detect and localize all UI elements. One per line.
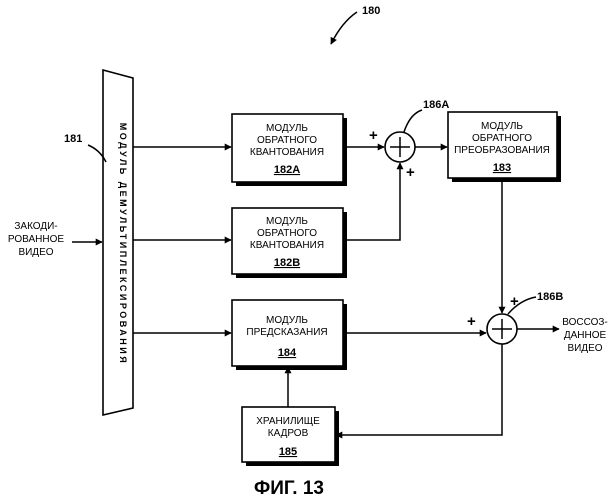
adder-a-sign-left: + — [369, 127, 378, 144]
input-label-line3: ВИДЕО — [18, 247, 53, 258]
pred-ref: 184 — [278, 347, 297, 359]
output-label-line2: ДАННОЕ — [564, 330, 607, 341]
adder-b-sign-left: + — [467, 313, 476, 330]
iq-a-line3: КВАНТОВАНИЯ — [250, 147, 324, 158]
input-label-line2: РОВАННОЕ — [8, 234, 64, 245]
store-ref: 185 — [279, 446, 297, 458]
store-line2: КАДРОВ — [268, 428, 309, 439]
wire-182b-to-adder-a — [343, 163, 400, 240]
it-ref: 183 — [493, 162, 511, 174]
pred-line1: МОДУЛЬ — [266, 315, 308, 326]
adder-a-ref-leader — [404, 110, 422, 132]
it-line2: ОБРАТНОГО — [472, 133, 532, 144]
demux-ref-label: 181 — [64, 133, 82, 145]
figure-caption: ФИГ. 13 — [254, 478, 324, 499]
demux-label: МОДУЛЬ ДЕМУЛЬТИПЛЕКСИРОВАНИЯ — [118, 123, 128, 365]
adder-a-sign-bottom: + — [406, 164, 415, 181]
it-line1: МОДУЛЬ — [481, 121, 523, 132]
iq-a-line1: МОДУЛЬ — [266, 123, 308, 134]
store-line1: ХРАНИЛИЩЕ — [256, 416, 320, 427]
it-line3: ПРЕОБРАЗОВАНИЯ — [454, 145, 550, 156]
iq-a-ref: 182A — [274, 164, 300, 176]
input-label-line1: ЗАКОДИ- — [14, 221, 57, 232]
iq-b-line3: КВАНТОВАНИЯ — [250, 240, 324, 251]
figure-ref-arrow — [331, 12, 357, 44]
adder-b-sign-top: + — [510, 293, 519, 310]
adder-b-ref: 186B — [537, 291, 563, 303]
iq-a-line2: ОБРАТНОГО — [257, 135, 317, 146]
iq-b-line2: ОБРАТНОГО — [257, 228, 317, 239]
wire-adder-b-to-185 — [336, 344, 502, 435]
output-label-line3: ВИДЕО — [567, 343, 602, 354]
output-label-line1: ВОССОЗ- — [562, 317, 608, 328]
adder-a-ref: 186A — [423, 99, 449, 111]
iq-b-ref: 182B — [274, 257, 300, 269]
pred-line2: ПРЕДСКАЗАНИЯ — [246, 327, 327, 338]
figure-ref-label: 180 — [362, 5, 380, 17]
iq-b-line1: МОДУЛЬ — [266, 216, 308, 227]
